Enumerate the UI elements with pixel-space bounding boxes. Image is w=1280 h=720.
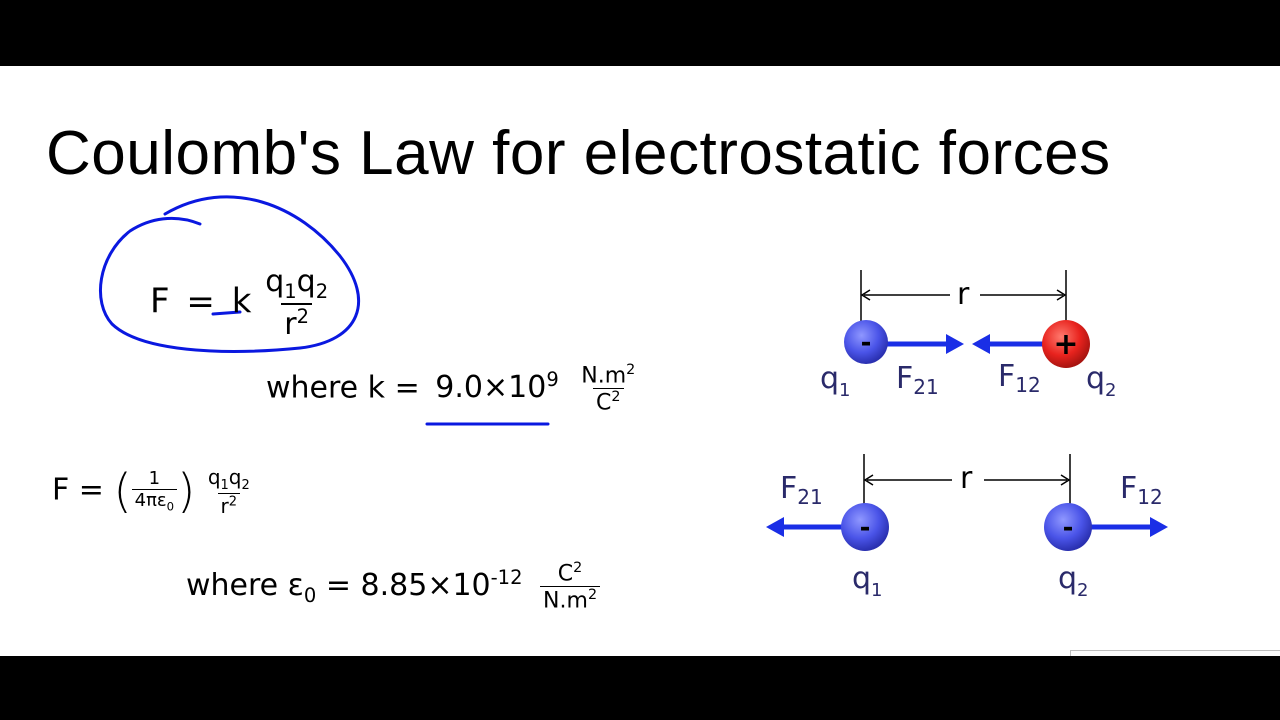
charge-sign-q1-top: - [861, 328, 872, 358]
k-definition: where k = 9.0×109 N.m2 C2 [266, 362, 638, 416]
formula-numerator: q1q2 [265, 264, 329, 303]
formula2-lhs: F = [52, 472, 104, 508]
charge-q2-bottom [1044, 503, 1092, 551]
distance-label-bottom: r [960, 461, 973, 496]
charge-sign-q2-bottom: - [1063, 513, 1074, 543]
annotation-layer [98, 195, 550, 426]
charge-sign-q2-top: + [1053, 327, 1078, 362]
formula-epsilon-form: F = ( 1 4πε0 ) q1q2 r2 [52, 464, 253, 518]
annotation-circle [98, 195, 360, 353]
epsilon-prefix: where ε0 [186, 568, 317, 608]
formula-fraction: q1q2 r2 [262, 264, 331, 342]
k-prefix: where k = [266, 370, 420, 406]
distance-label-top: r [957, 277, 970, 312]
diagram-repulsion: r - - F21 F12 q1 q2 [766, 454, 1168, 601]
formula-denominator: r2 [281, 303, 313, 342]
label-q1-bottom: q1 [852, 561, 883, 601]
window-edge [1070, 650, 1280, 656]
label-q2-top: q2 [1086, 361, 1117, 401]
formula2-inner-fraction: 1 4πε0 [131, 468, 178, 514]
formula-eq: = [186, 281, 215, 322]
formula-lhs: F [150, 281, 170, 322]
epsilon-value: = 8.85×10-12 [325, 566, 523, 604]
label-f21-bottom: F21 [780, 471, 823, 509]
formula2-fraction: q1q2 r2 [207, 464, 250, 518]
charge-diagrams: r - + q1 F21 F12 q2 r [766, 270, 1168, 601]
diagram-attraction: r - + q1 F21 F12 q2 [820, 270, 1117, 401]
charge-sign-q1-bottom: - [860, 513, 871, 543]
charge-q1-top [844, 320, 888, 364]
label-f21-top: F21 [896, 361, 939, 399]
slide-title: Coulomb's Law for electrostatic forces [46, 119, 1111, 188]
epsilon-unit: C2 N.m2 [540, 560, 601, 614]
annotation-underline-k [211, 310, 242, 316]
formula-coulomb: F = k q1q2 r2 [150, 264, 331, 342]
k-unit: N.m2 C2 [581, 362, 636, 416]
label-q2-bottom: q2 [1058, 561, 1089, 601]
k-value: 9.0×109 [435, 368, 559, 406]
slide: Coulomb's Law for electrostatic forces F… [0, 66, 1280, 656]
label-f12-top: F12 [998, 359, 1041, 397]
label-q1-top: q1 [820, 361, 851, 401]
epsilon-definition: where ε0 = 8.85×10-12 C2 N.m2 [186, 560, 601, 614]
label-f12-bottom: F12 [1120, 471, 1163, 509]
formula-k: k [231, 281, 252, 322]
charge-q1-bottom [841, 503, 889, 551]
charge-q2-top [1042, 320, 1090, 368]
